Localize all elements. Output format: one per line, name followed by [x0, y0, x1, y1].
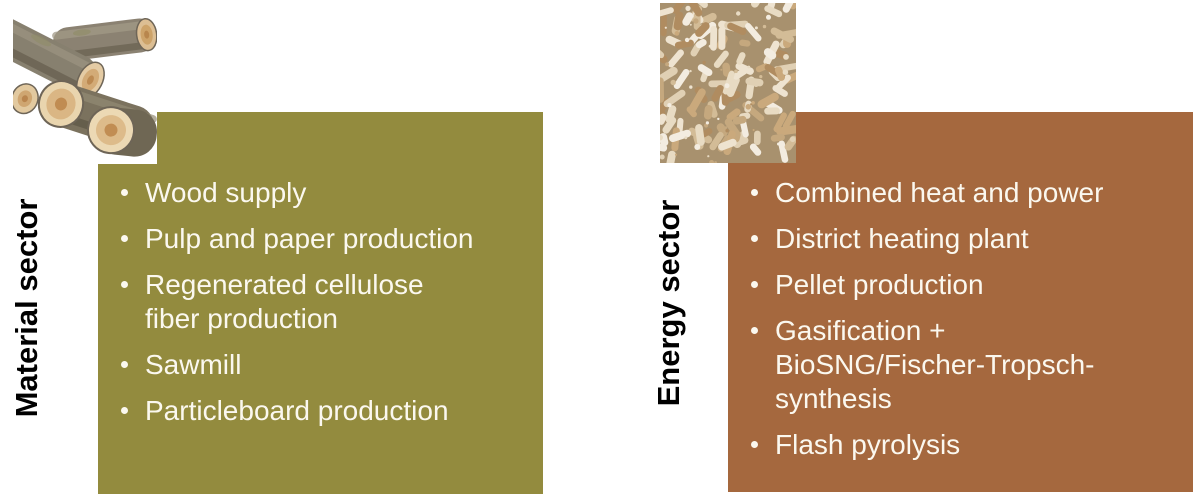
- energy-items-box: Combined heat and power District heating…: [728, 112, 1193, 492]
- list-item-label: Sawmill: [145, 349, 242, 380]
- list-item: Wood supply: [121, 176, 525, 210]
- list-item-label: Combined heat and power: [775, 177, 1104, 208]
- bullet-icon: [751, 327, 758, 334]
- bullet-icon: [751, 189, 758, 196]
- list-item: Combined heat and power: [751, 176, 1175, 210]
- list-item-label: Pellet production: [775, 269, 984, 300]
- list-item: District heating plant: [751, 222, 1175, 256]
- list-item: Regenerated cellulose fiber production: [121, 268, 525, 336]
- bullet-icon: [121, 407, 128, 414]
- bullet-icon: [751, 441, 758, 448]
- material-sector-label: Material sector: [8, 173, 46, 443]
- list-item-label: District heating plant: [775, 223, 1029, 254]
- list-item-label: Pulp and paper production: [145, 223, 474, 254]
- list-item-label: Gasification + BioSNG/Fischer-Tropsch- s…: [775, 315, 1095, 414]
- bullet-icon: [121, 235, 128, 242]
- energy-items-list: Combined heat and power District heating…: [751, 176, 1175, 462]
- list-item-label: Flash pyrolysis: [775, 429, 961, 460]
- list-item: Gasification + BioSNG/Fischer-Tropsch- s…: [751, 314, 1175, 416]
- bullet-icon: [121, 361, 128, 368]
- list-item: Pulp and paper production: [121, 222, 525, 256]
- list-item-label: Wood supply: [145, 177, 307, 208]
- bullet-icon: [121, 189, 128, 196]
- list-item: Flash pyrolysis: [751, 428, 1175, 462]
- list-item: Particleboard production: [121, 394, 525, 428]
- list-item: Sawmill: [121, 348, 525, 382]
- wood-pellets-image: [660, 3, 796, 163]
- material-sector-label-text: Material sector: [9, 198, 44, 418]
- bullet-icon: [121, 281, 128, 288]
- material-items-box: Wood supply Pulp and paper production Re…: [98, 112, 543, 494]
- list-item-label: Regenerated cellulose fiber production: [145, 269, 424, 334]
- energy-sector-label: Energy sector: [650, 168, 688, 438]
- list-item: Pellet production: [751, 268, 1175, 302]
- list-item-label: Particleboard production: [145, 395, 449, 426]
- energy-sector-label-text: Energy sector: [651, 199, 686, 407]
- wood-logs-image: [13, 6, 157, 164]
- bullet-icon: [751, 235, 758, 242]
- bullet-icon: [751, 281, 758, 288]
- material-items-list: Wood supply Pulp and paper production Re…: [121, 176, 525, 428]
